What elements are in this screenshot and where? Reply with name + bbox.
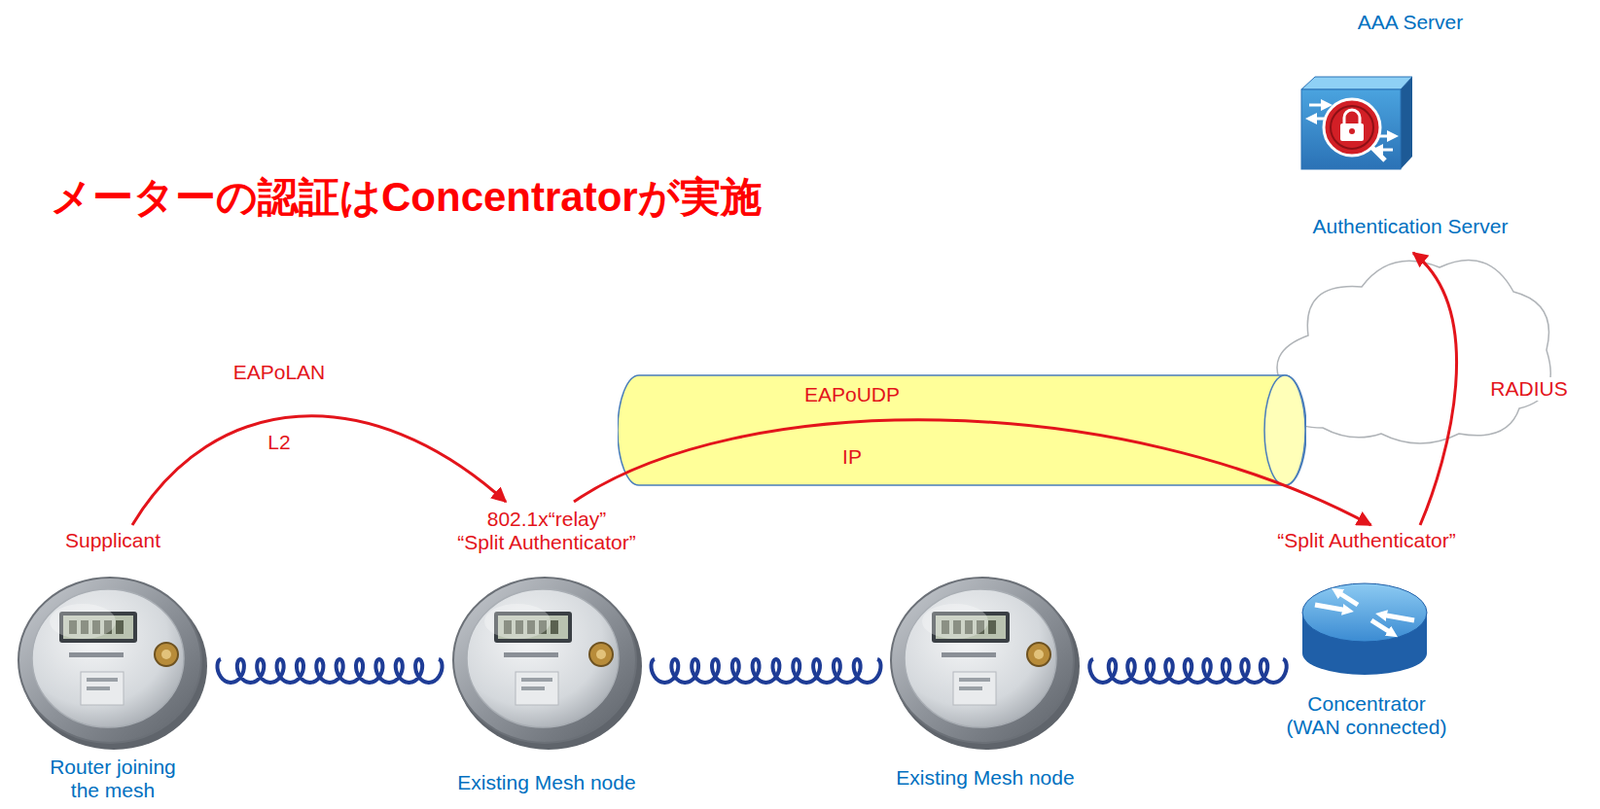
cylinder-end [1264,375,1306,486]
node-caption: Existing Mesh node [457,771,636,795]
diagram-title: メーターの認証はConcentratorが実施 [50,173,762,222]
auth-flow-arrow [1413,252,1458,526]
node-caption: Authentication Server [1313,214,1509,239]
radio-link [651,659,882,683]
node-caption: Router joining the mesh [39,755,186,803]
meter-node: 802.1x“relay”“Split Authenticator”Existi… [449,501,644,750]
meter-picture [18,577,208,750]
meter-node: SupplicantRouter joining the mesh [15,525,211,750]
server-node: AAA ServerAuthentication Server [1264,7,1557,253]
node-caption: IP [842,445,862,469]
auth-flow-arrow [132,416,506,526]
meter-node: Existing Mesh node [888,570,1083,750]
line-label: L2 [267,430,290,455]
node-label: “Split Authenticator” [1277,529,1456,553]
router-node: “Split Authenticator”Concentrator (WAN c… [1293,525,1440,678]
auth-flow-arrow [573,420,1372,526]
node-label: EAPoUDP [804,383,900,407]
node-caption: Concentrator (WAN connected) [1281,692,1453,740]
meter-picture [453,577,642,750]
edge-label: EAPoLAN [230,360,329,385]
cylinder-body [617,375,1307,486]
edge-label: RADIUS [1487,377,1570,401]
router-icon [1302,583,1427,676]
node-label: Existing Mesh node [895,766,1074,790]
meter-picture [890,577,1080,750]
node-label: AAA Server [1357,10,1464,35]
node-caption: “Split Authenticator” [457,531,636,555]
node-label: 802.1x“relay” [487,507,607,532]
radio-link [217,659,443,683]
tunnel-cylinder: EAPoUDP IP [617,374,1307,487]
cloud-shape [1277,260,1551,444]
cylinder-outline [617,374,1307,487]
radio-link [1089,659,1286,683]
node-label: Supplicant [65,529,161,553]
server-icon [1301,76,1413,170]
